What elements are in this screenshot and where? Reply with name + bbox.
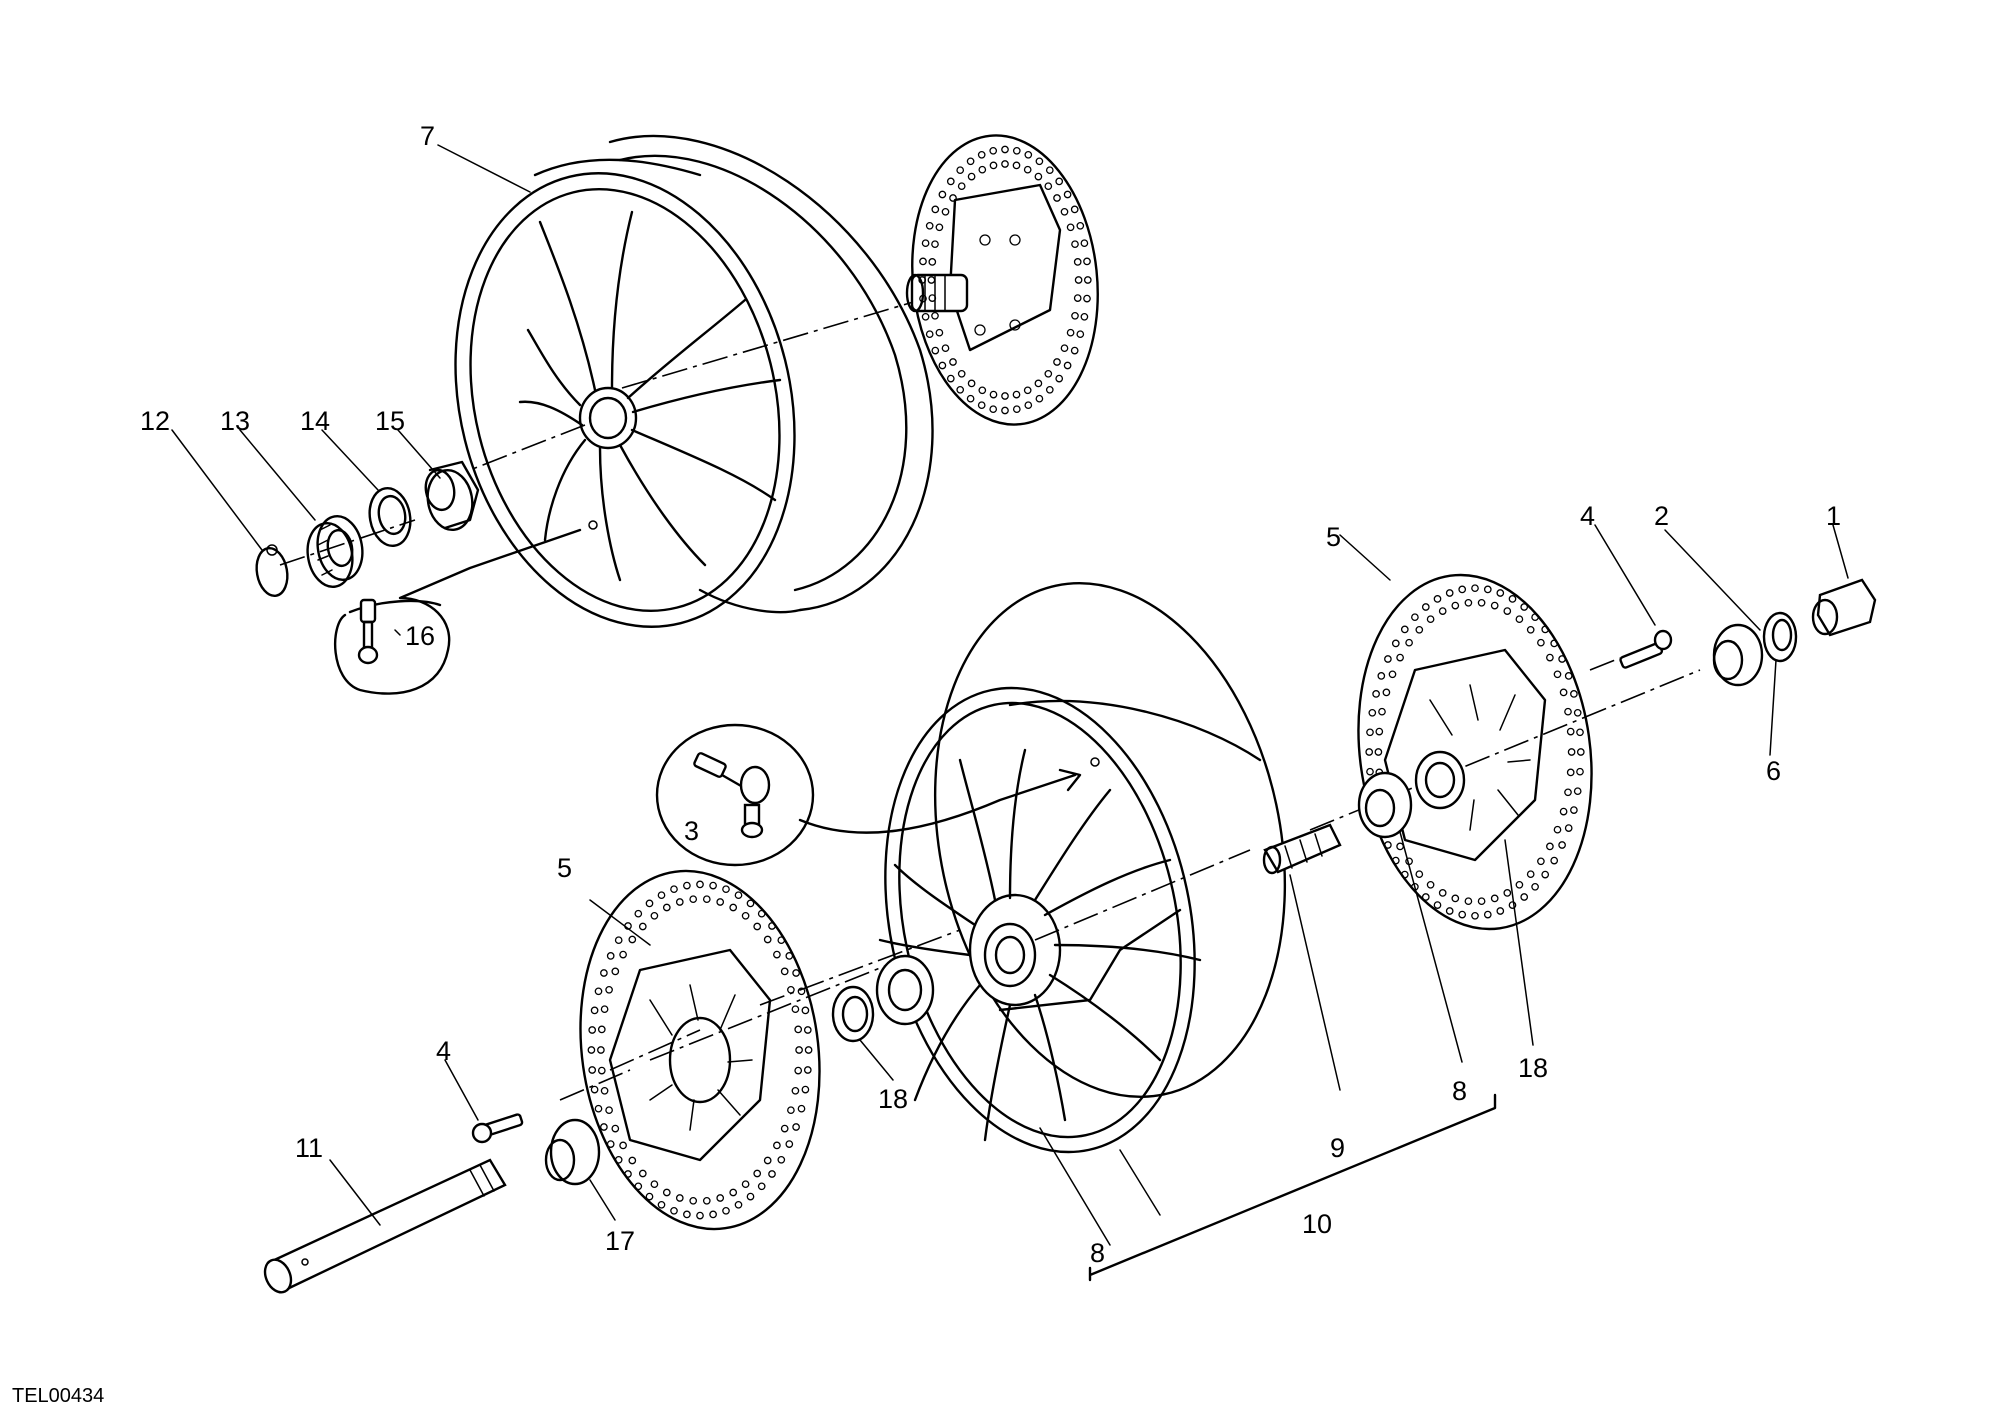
bearing-right-part-8 [1357,771,1413,839]
callout-1: 1 [1826,501,1841,531]
callout-4-left: 4 [436,1036,451,1066]
callout-8-right: 8 [1452,1076,1467,1106]
callout-labels: 1 2 3 4 4 5 5 6 7 8 8 9 10 11 12 13 14 1… [12,121,1841,1407]
callout-18-left: 18 [878,1084,908,1114]
callout-14: 14 [300,406,330,436]
spacer-part-17 [544,1118,601,1186]
axle-part-11 [263,1158,507,1294]
callout-5-left: 5 [557,853,572,883]
washer-part-6 [1762,611,1798,663]
callout-11: 11 [295,1133,323,1163]
leader-lines [171,144,1849,1246]
front-left-brake-disc [579,869,821,1231]
callout-8-left: 8 [1090,1238,1105,1268]
callout-9: 9 [1330,1133,1345,1163]
seal-right-part-18 [1414,750,1466,810]
spacer-part-9 [1262,823,1342,875]
callout-7: 7 [420,121,435,151]
spacer-part-15 [424,460,480,531]
washer-part-14 [368,487,412,547]
callout-15: 15 [375,406,405,436]
rear-brake-disc [905,134,1099,426]
callout-4-right: 4 [1580,501,1595,531]
callout-6: 6 [1766,756,1781,786]
callout-17: 17 [605,1226,635,1256]
drawing-code: TEL00434 [12,1385,104,1407]
valve-detail-bubble-16 [334,528,582,695]
axle-nut-part-1 [1811,578,1877,637]
spacer-part-2 [1712,623,1764,687]
snap-ring-part-12 [255,544,289,597]
ring-nut-part-13 [306,515,364,588]
front-wheel-rim [878,582,1287,1154]
callout-3: 3 [684,816,699,846]
callout-16: 16 [405,621,435,651]
rear-wheel-rim [454,134,934,628]
callout-13: 13 [220,406,250,436]
bearing-left-part-8 [875,954,935,1026]
valve-detail-bubble-3 [655,723,1082,867]
assembly-bracket-10 [1088,1093,1497,1282]
bolt-part-4-left [471,1113,524,1144]
callout-12: 12 [140,406,170,436]
bolt-part-4-right [1619,629,1673,669]
callout-2: 2 [1654,501,1669,531]
front-right-brake-disc [1357,573,1593,931]
callout-5-right: 5 [1326,522,1341,552]
callout-10: 10 [1302,1209,1332,1239]
seal-left-part-18 [831,985,875,1043]
callout-18-right: 18 [1518,1053,1548,1083]
